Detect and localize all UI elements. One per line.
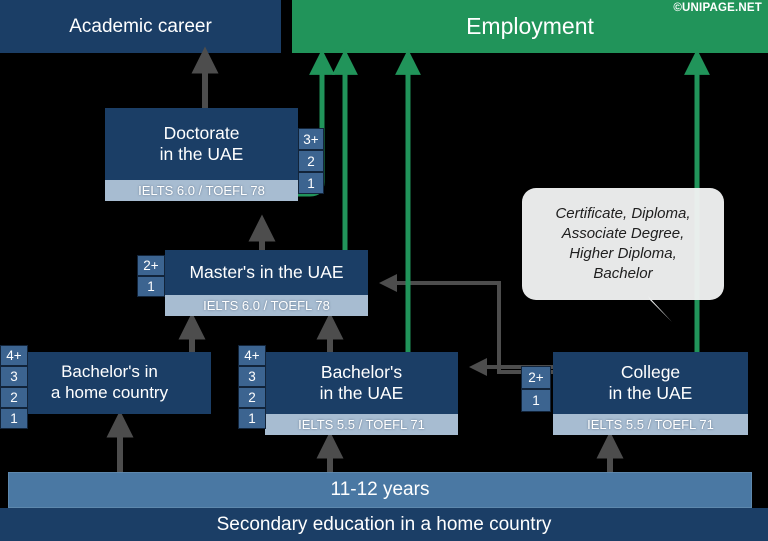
year-marker: 3+ [298,128,324,150]
year-markers-college: 2+ 1 [521,366,551,412]
bar-duration: 11-12 years [8,472,752,508]
year-marker: 2+ [521,366,551,389]
callout-line4: Bachelor [593,264,653,282]
year-markers-bachelor-home: 4+ 3 2 1 [0,345,28,429]
year-marker: 2 [0,387,28,408]
callout-tail [648,296,672,322]
callout-line1: Certificate, Diploma, [555,205,691,223]
header-academic-career: Academic career [0,0,281,53]
year-marker: 4+ [0,345,28,366]
box-college-line1: College [620,361,681,382]
box-bachelor-home-line2: a home country [50,383,169,402]
header-academic-career-label: Academic career [69,15,212,37]
box-bachelor-uae[interactable]: Bachelor's in the UAE [265,352,458,414]
box-doctorate[interactable]: Doctorate in the UAE [105,108,298,180]
watermark: ©UNIPAGE.NET [673,2,762,14]
box-bachelor-home-country[interactable]: Bachelor's in a home country [8,352,211,414]
year-marker: 3 [238,366,266,387]
year-marker: 1 [238,408,266,429]
ielts-requirement-bachelor-uae: IELTS 5.5 / TOEFL 71 [265,414,458,435]
bar-secondary-education-label: Secondary education in a home country [216,513,552,535]
header-employment: Employment [292,0,768,53]
box-bachelor-home-line1: Bachelor's in [61,362,158,382]
callout-qualifications: Certificate, Diploma, Associate Degree, … [522,188,724,300]
callout-line3: Higher Diploma, [569,245,677,262]
year-marker: 2 [298,150,324,172]
callout-line2: Associate Degree, [561,225,685,243]
box-doctorate-line2: in the UAE [159,144,244,164]
year-marker: 4+ [238,345,266,366]
year-markers-bachelor-uae: 4+ 3 2 1 [238,345,266,429]
box-college-line2: in the UAE [608,383,693,403]
box-master[interactable]: Master's in the UAE [165,250,368,295]
year-markers-master: 2+ 1 [137,255,165,297]
box-bachelor-uae-line1: Bachelor's [320,361,403,382]
box-doctorate-line1: Doctorate [163,122,240,143]
header-employment-label: Employment [466,13,594,39]
bar-duration-label: 11-12 years [330,479,430,500]
year-marker: 3 [0,366,28,387]
year-marker: 2+ [137,255,165,276]
box-college-uae[interactable]: College in the UAE [553,352,748,414]
year-marker: 1 [521,389,551,412]
ielts-requirement-college: IELTS 5.5 / TOEFL 71 [553,414,748,435]
year-marker: 2 [238,387,266,408]
ielts-requirement-master: IELTS 6.0 / TOEFL 78 [165,295,368,316]
year-markers-doctorate: 3+ 2 1 [298,128,324,194]
ielts-requirement-doctorate: IELTS 6.0 / TOEFL 78 [105,180,298,201]
bar-secondary-education: Secondary education in a home country [0,508,768,541]
box-master-line1: Master's in the UAE [189,261,344,282]
year-marker: 1 [137,276,165,297]
year-marker: 1 [0,408,28,429]
box-bachelor-uae-line2: in the UAE [319,383,404,403]
year-marker: 1 [298,172,324,194]
